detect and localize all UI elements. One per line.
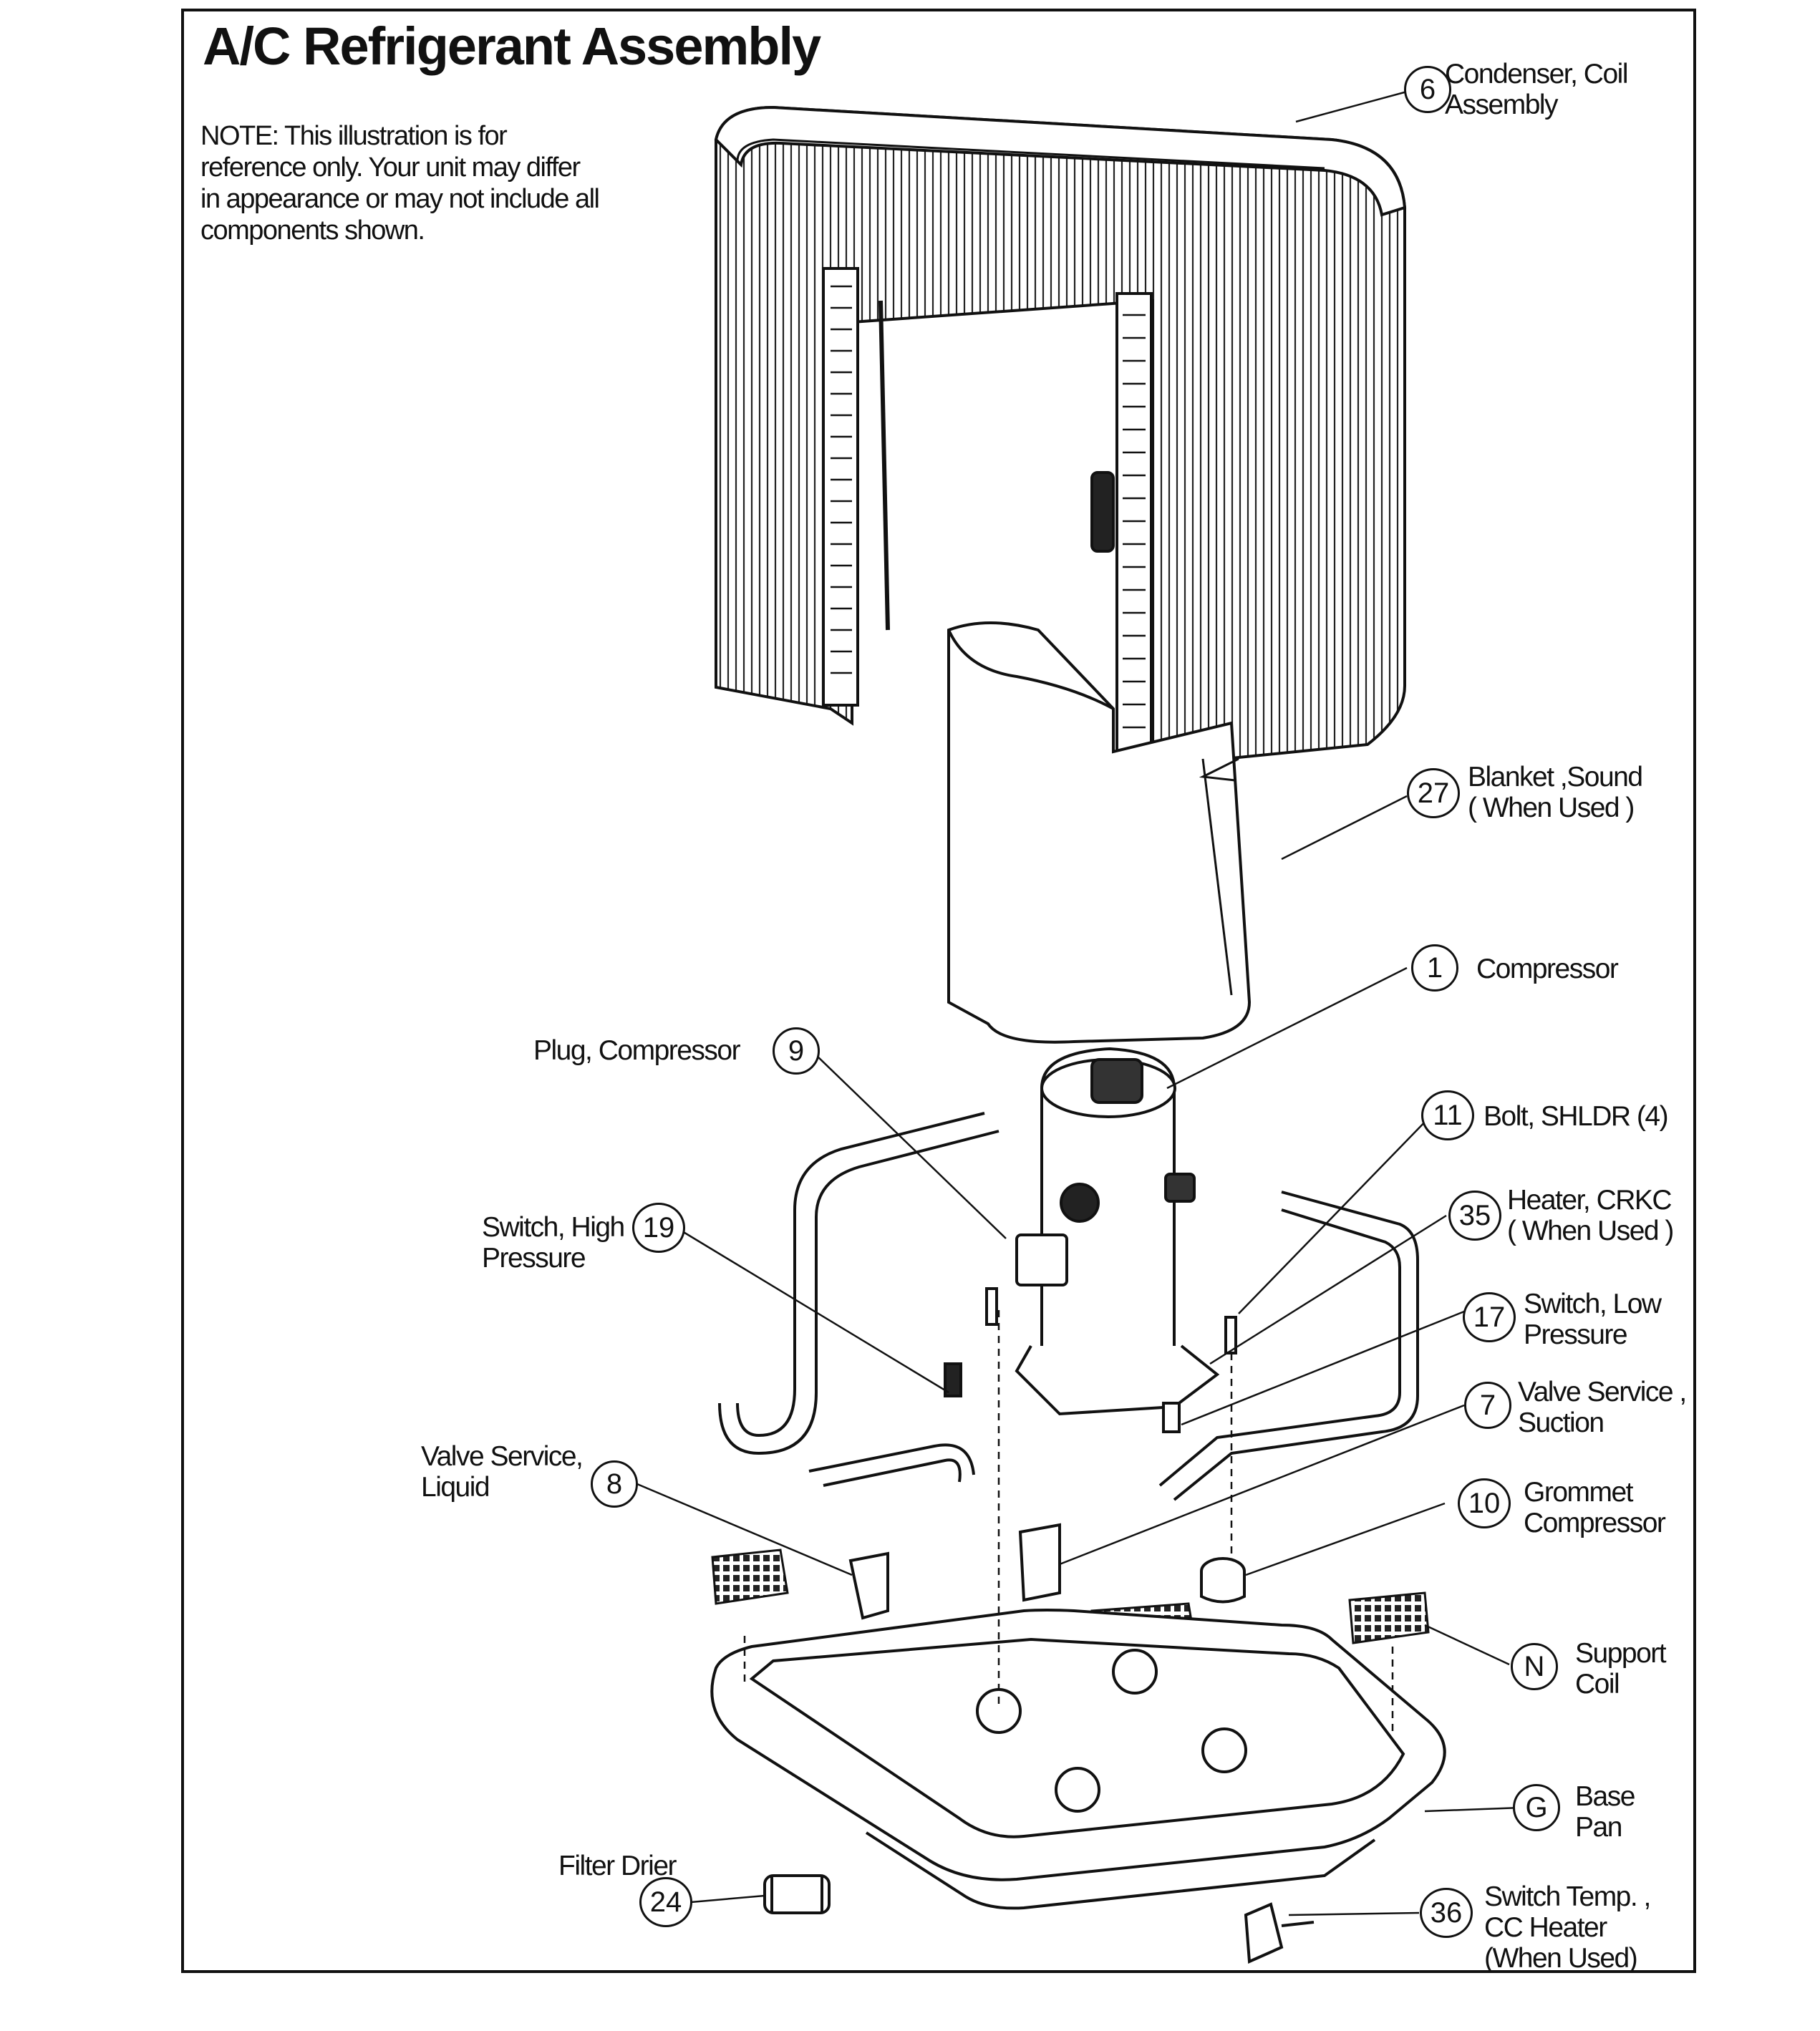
label-valve-service-liquid: Valve Service,Liquid — [421, 1441, 584, 1503]
callout-9: 9 — [773, 1027, 820, 1075]
callout-36: 36 — [1420, 1888, 1473, 1938]
callout-19: 19 — [632, 1203, 685, 1253]
compressor — [1015, 1047, 1220, 1416]
refrigerant-tubing — [718, 1112, 1419, 1501]
callout-27: 27 — [1407, 768, 1460, 818]
callout-7: 7 — [1464, 1382, 1511, 1429]
callout-35: 35 — [1448, 1191, 1501, 1241]
callout-G: G — [1513, 1784, 1560, 1831]
callout-17: 17 — [1463, 1292, 1516, 1342]
label-valve-service-suction: Valve Service ,Suction — [1518, 1377, 1687, 1438]
sound-blanket — [947, 621, 1252, 1044]
diagram-title: A/C Refrigerant Assembly — [203, 16, 821, 76]
label-bolt-shldr: Bolt, SHLDR (4) — [1483, 1101, 1669, 1132]
label-switch-temp-cc-heater: Switch Temp. ,CC Heater(When Used) — [1484, 1881, 1651, 1974]
diagram-frame — [181, 9, 1696, 1973]
condenser-coil-assembly — [714, 105, 1407, 768]
label-compressor: Compressor — [1476, 954, 1619, 984]
small-components — [763, 1287, 1315, 1964]
label-filter-drier: Filter Drier — [558, 1851, 677, 1881]
callout-11: 11 — [1421, 1090, 1474, 1140]
callout-24: 24 — [639, 1877, 692, 1927]
callout-N: N — [1511, 1643, 1558, 1690]
label-heater-crkc: Heater, CRKC( When Used ) — [1507, 1185, 1674, 1246]
reference-note: NOTE: This illustration is for reference… — [200, 121, 600, 246]
callout-10: 10 — [1458, 1478, 1511, 1528]
callout-6: 6 — [1404, 66, 1451, 113]
callout-1: 1 — [1411, 944, 1458, 992]
leader-lines — [636, 90, 1522, 1916]
label-blanket-sound: Blanket ,Sound( When Used ) — [1468, 762, 1643, 823]
callout-8: 8 — [591, 1460, 638, 1508]
base-pan — [710, 1609, 1446, 1910]
label-plug-compressor: Plug, Compressor — [533, 1035, 741, 1066]
